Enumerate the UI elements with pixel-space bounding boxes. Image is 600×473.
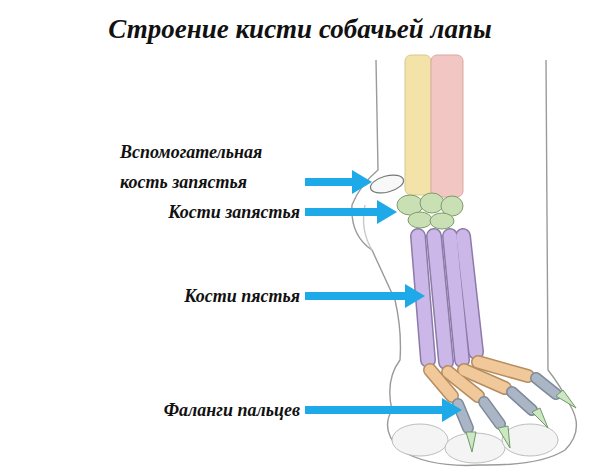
- carpal: [420, 193, 444, 213]
- claws: [466, 390, 576, 452]
- accessory-carpal: [369, 172, 406, 196]
- carpal: [408, 212, 432, 228]
- part-label: Кости запястья: [168, 197, 300, 227]
- claw: [556, 390, 576, 408]
- claw: [466, 432, 476, 452]
- pad: [502, 424, 558, 456]
- pad: [392, 424, 448, 456]
- claw: [532, 408, 548, 428]
- metacarpal-bones: [418, 236, 476, 362]
- pointer-arrow: [305, 170, 372, 194]
- leg-contour: [352, 60, 577, 465]
- pointer-arrow: [305, 200, 397, 224]
- pointer-arrow: [305, 284, 425, 308]
- claw: [498, 426, 510, 448]
- ulna-bone: [431, 55, 463, 197]
- part-label: Вспомогательная кость запястья: [120, 137, 305, 197]
- middle-phalanges: [458, 378, 556, 428]
- pointer-arrow: [305, 398, 462, 422]
- diagram-title: Строение кисти собачьей лапы: [0, 14, 600, 45]
- part-label: Фаланги пальцев: [164, 395, 300, 425]
- leg-outline: [352, 60, 577, 465]
- carpal-bones: [397, 193, 463, 229]
- part-label: Кости пястья: [184, 281, 300, 311]
- radius-bone: [405, 55, 431, 195]
- paw-pads: [392, 424, 558, 463]
- pointer-arrows: [305, 170, 462, 422]
- pad: [445, 433, 505, 463]
- carpal: [430, 213, 454, 229]
